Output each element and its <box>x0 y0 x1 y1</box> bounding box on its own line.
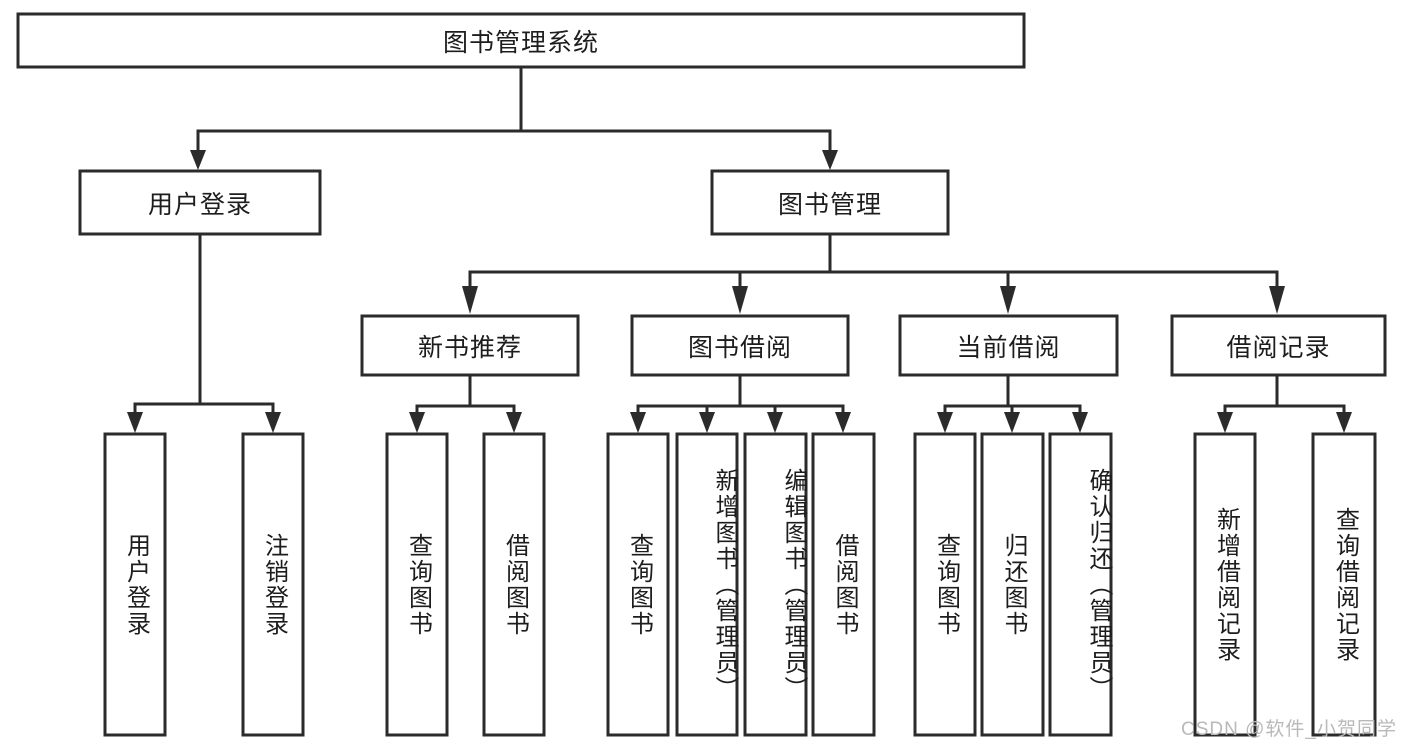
arrow-head-book-borrow-leaf3 <box>835 412 851 433</box>
arrow-head-user-login <box>190 150 206 170</box>
arrow-head-current-borrow <box>1000 286 1016 314</box>
arrow-head-new-book-leaf1 <box>506 412 522 433</box>
node-book-manage-box[interactable] <box>710 169 950 236</box>
arrow-head-new-book-leaf0 <box>409 412 425 433</box>
leaf-book-borrow-1-box[interactable] <box>675 432 739 737</box>
leaf-current-borrow-0-box[interactable] <box>913 432 977 737</box>
leaf-new-book-0-box[interactable] <box>385 432 449 737</box>
leaf-user-login-0-box[interactable] <box>103 432 167 737</box>
node-borrow-records-box[interactable] <box>1170 314 1387 377</box>
node-user-login-box[interactable] <box>78 169 322 236</box>
leaf-book-borrow-0-box[interactable] <box>606 432 670 737</box>
arrow-head-borrow-records-leaf0 <box>1217 412 1233 433</box>
leaf-borrow-records-0-box[interactable] <box>1193 432 1257 737</box>
arrow-head-current-borrow-leaf1 <box>1004 412 1020 433</box>
arrow-head-borrow-records-leaf1 <box>1336 412 1352 433</box>
node-book-borrow-box[interactable] <box>630 314 850 377</box>
leaf-book-borrow-2-box[interactable] <box>743 432 808 737</box>
leaf-user-login-1-box[interactable] <box>241 432 305 737</box>
arrow-head-new-book <box>462 286 478 314</box>
arrow-head-book-manage <box>822 150 838 170</box>
arrow-head-user-login-leaf2 <box>265 412 281 433</box>
arrow-head-user-login-leaf1 <box>127 412 143 433</box>
node-root-box[interactable] <box>16 12 1026 69</box>
node-new-book-box[interactable] <box>360 314 580 377</box>
arrow-head-book-borrow-leaf1 <box>699 412 715 433</box>
arrow-head-book-borrow <box>732 286 748 314</box>
leaf-current-borrow-2-box[interactable] <box>1048 432 1113 737</box>
leaf-new-book-1-box[interactable] <box>482 432 546 737</box>
arrow-head-book-borrow-leaf0 <box>630 412 646 433</box>
arrow-head-borrow-records <box>1269 286 1285 314</box>
arrow-head-current-borrow-leaf0 <box>937 412 953 433</box>
leaf-current-borrow-1-box[interactable] <box>980 432 1045 737</box>
leaf-book-borrow-3-box[interactable] <box>811 432 876 737</box>
node-current-borrow-box[interactable] <box>898 314 1119 377</box>
arrow-head-book-borrow-leaf2 <box>767 412 783 433</box>
leaf-borrow-records-1-box[interactable] <box>1311 432 1377 737</box>
arrow-head-current-borrow-leaf2 <box>1072 412 1088 433</box>
